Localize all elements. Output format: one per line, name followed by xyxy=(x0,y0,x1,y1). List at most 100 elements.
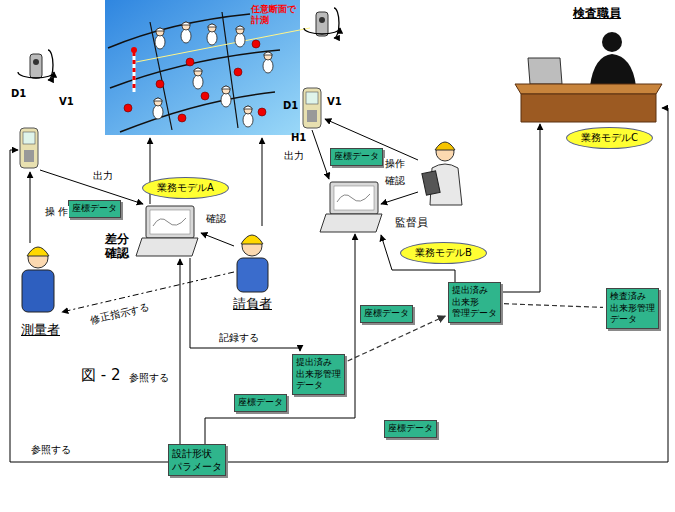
laptop xyxy=(136,238,198,256)
text-label: 出力 xyxy=(283,150,305,162)
flow-line xyxy=(490,124,540,292)
text-label: 確認 xyxy=(205,213,227,225)
text-label: 任意断面で計測 xyxy=(250,4,297,26)
business-model-ellipse: 業務モデルC xyxy=(566,127,653,149)
flow-line xyxy=(312,130,329,179)
site-scene xyxy=(133,52,136,92)
site-scene xyxy=(193,68,203,89)
site-scene xyxy=(105,0,310,135)
business-model-ellipse: 業務モデルB xyxy=(400,242,487,264)
handheld-terminal xyxy=(23,132,35,144)
text-label: 操 作 xyxy=(44,206,69,218)
total-station xyxy=(319,17,325,23)
text-label: V1 xyxy=(58,96,75,108)
flow-line xyxy=(210,108,668,462)
site-scene xyxy=(181,22,191,43)
inspector-desk xyxy=(515,32,662,122)
laptop xyxy=(330,182,378,214)
flow-line xyxy=(190,258,300,351)
site-scene xyxy=(263,52,273,73)
site-scene xyxy=(108,14,250,48)
site-scene xyxy=(105,0,300,135)
site-scene xyxy=(155,28,165,49)
inspector-desk xyxy=(602,32,622,52)
person-figure xyxy=(241,235,263,244)
inspector-desk xyxy=(515,84,662,94)
site-scene xyxy=(136,28,310,62)
laptop xyxy=(153,218,186,226)
site-scene xyxy=(243,106,253,127)
laptop xyxy=(334,186,374,210)
inspector-desk xyxy=(521,94,656,122)
node-text: 業務モデルB xyxy=(415,247,472,259)
data-note: 座標データ xyxy=(384,420,437,438)
node-text: 座標データ xyxy=(364,308,409,320)
flow-line xyxy=(10,108,668,462)
dashed-connector xyxy=(348,316,446,361)
text-label: 参照する xyxy=(30,444,72,456)
dashed-connector xyxy=(504,304,603,308)
handheld-terminal xyxy=(306,92,318,104)
total-station xyxy=(18,8,340,80)
handheld-terminal xyxy=(20,88,321,168)
text-label: 確認 xyxy=(384,175,406,187)
node-text: 座標データ xyxy=(72,203,117,215)
text-label: 記録する xyxy=(218,332,260,344)
laptop xyxy=(136,58,562,256)
total-station xyxy=(48,50,53,80)
data-note: 座標データ xyxy=(234,394,287,412)
text-label: 請負者 xyxy=(232,296,273,312)
site-scene xyxy=(201,92,209,100)
laptop xyxy=(150,210,190,234)
total-station xyxy=(18,72,54,78)
data-note: 座標データ xyxy=(68,200,121,218)
site-scene xyxy=(207,24,217,45)
figure-caption: 図 - 2 xyxy=(80,366,122,384)
node-text: 座標データ xyxy=(334,151,379,163)
text-label: V1 xyxy=(326,96,343,108)
total-station xyxy=(316,12,328,36)
person-figure xyxy=(435,142,455,150)
node-text: 座標データ xyxy=(238,397,283,409)
node-text: 業務モデルC xyxy=(581,132,638,144)
site-scene xyxy=(120,92,275,132)
person-figure xyxy=(22,142,462,312)
text-label: 参照する xyxy=(128,372,170,384)
total-station xyxy=(304,28,340,34)
flow-line xyxy=(205,234,355,450)
flow-line xyxy=(40,170,143,204)
total-station xyxy=(33,59,39,65)
site-scene xyxy=(133,52,136,92)
flow-line xyxy=(201,233,234,246)
site-scene xyxy=(178,114,186,122)
handheld-terminal xyxy=(24,150,34,162)
handheld-terminal xyxy=(307,110,317,122)
node-text: 検査済み 出来形管理 データ xyxy=(610,291,655,326)
text-label: 監督員 xyxy=(394,216,429,229)
laptop xyxy=(337,194,370,202)
flow-line xyxy=(381,192,418,204)
data-note: 提出済み 出来形 管理データ xyxy=(448,282,501,323)
site-scene xyxy=(221,86,231,107)
node-text: 設計形状 パラメータ xyxy=(172,447,222,473)
text-label: 差分確認 xyxy=(104,232,131,261)
person-figure xyxy=(27,247,49,256)
flow-line xyxy=(262,138,263,226)
laptop xyxy=(528,58,562,84)
site-scene xyxy=(156,80,164,88)
text-label: D1 xyxy=(10,88,27,100)
data-note: 提出済み 出来形管理 データ xyxy=(292,354,345,395)
node-text: 提出済み 出来形 管理データ xyxy=(452,285,497,320)
site-scene xyxy=(124,104,132,112)
site-scene xyxy=(235,26,245,47)
handheld-terminal xyxy=(303,88,321,128)
flow-line xyxy=(30,172,31,243)
data-note: 座標データ xyxy=(330,148,383,166)
person-figure xyxy=(237,258,268,292)
text-label: 出力 xyxy=(92,170,114,182)
text-label: 修正指示する xyxy=(88,301,151,327)
handheld-terminal xyxy=(20,128,38,168)
